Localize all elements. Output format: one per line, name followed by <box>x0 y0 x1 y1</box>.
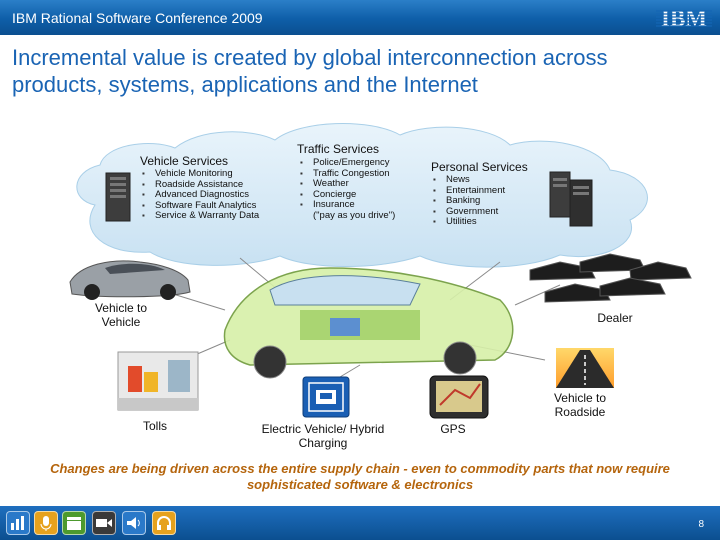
ev-charging-sign-image <box>303 377 349 417</box>
personal-services-title: Personal Services <box>431 160 528 174</box>
footer-bar: 8 <box>0 506 720 540</box>
vehicle-services-list: Vehicle Monitoring Roadside Assistance A… <box>142 169 259 222</box>
page-number: 8 <box>698 519 704 530</box>
vehicle-to-roadside-caption: Vehicle to Roadside <box>548 391 612 419</box>
dealer-cars-image <box>530 254 691 302</box>
headphones-icon[interactable] <box>152 511 176 535</box>
toll-booth-image <box>118 352 198 410</box>
clapperboard-icon[interactable] <box>62 511 86 535</box>
dealer-caption: Dealer <box>590 311 640 325</box>
traffic-services-list: Police/Emergency Traffic Congestion Weat… <box>300 158 395 222</box>
chart-icon[interactable] <box>6 511 30 535</box>
bottom-note: Changes are being driven across the enti… <box>40 461 680 493</box>
microphone-icon[interactable] <box>34 511 58 535</box>
vehicle-services-title: Vehicle Services <box>140 154 228 168</box>
electric-vehicle-caption: Electric Vehicle/ Hybrid Charging <box>258 422 388 450</box>
speaker-icon[interactable] <box>122 511 146 535</box>
list-item: Service & Warranty Data <box>142 211 259 222</box>
list-item: News <box>433 175 505 186</box>
services-cloud-diagram <box>0 0 720 470</box>
gps-device-image <box>430 376 488 418</box>
traffic-services-title: Traffic Services <box>297 142 379 156</box>
server-icon-left <box>106 173 130 221</box>
sports-car-image <box>70 261 190 300</box>
list-item: Vehicle Monitoring <box>142 169 259 180</box>
list-item: Utilities <box>433 217 505 228</box>
personal-services-list: News Entertainment Banking Government Ut… <box>433 175 505 228</box>
vehicle-to-vehicle-caption: Vehicle to Vehicle <box>90 301 152 329</box>
list-item: ("pay as you drive") <box>300 211 395 222</box>
tolls-caption: Tolls <box>130 419 180 433</box>
video-icon[interactable] <box>92 511 116 535</box>
transparent-car-image <box>224 268 512 378</box>
list-item: Police/Emergency <box>300 158 395 169</box>
road-image <box>556 348 614 388</box>
gps-caption: GPS <box>433 422 473 436</box>
